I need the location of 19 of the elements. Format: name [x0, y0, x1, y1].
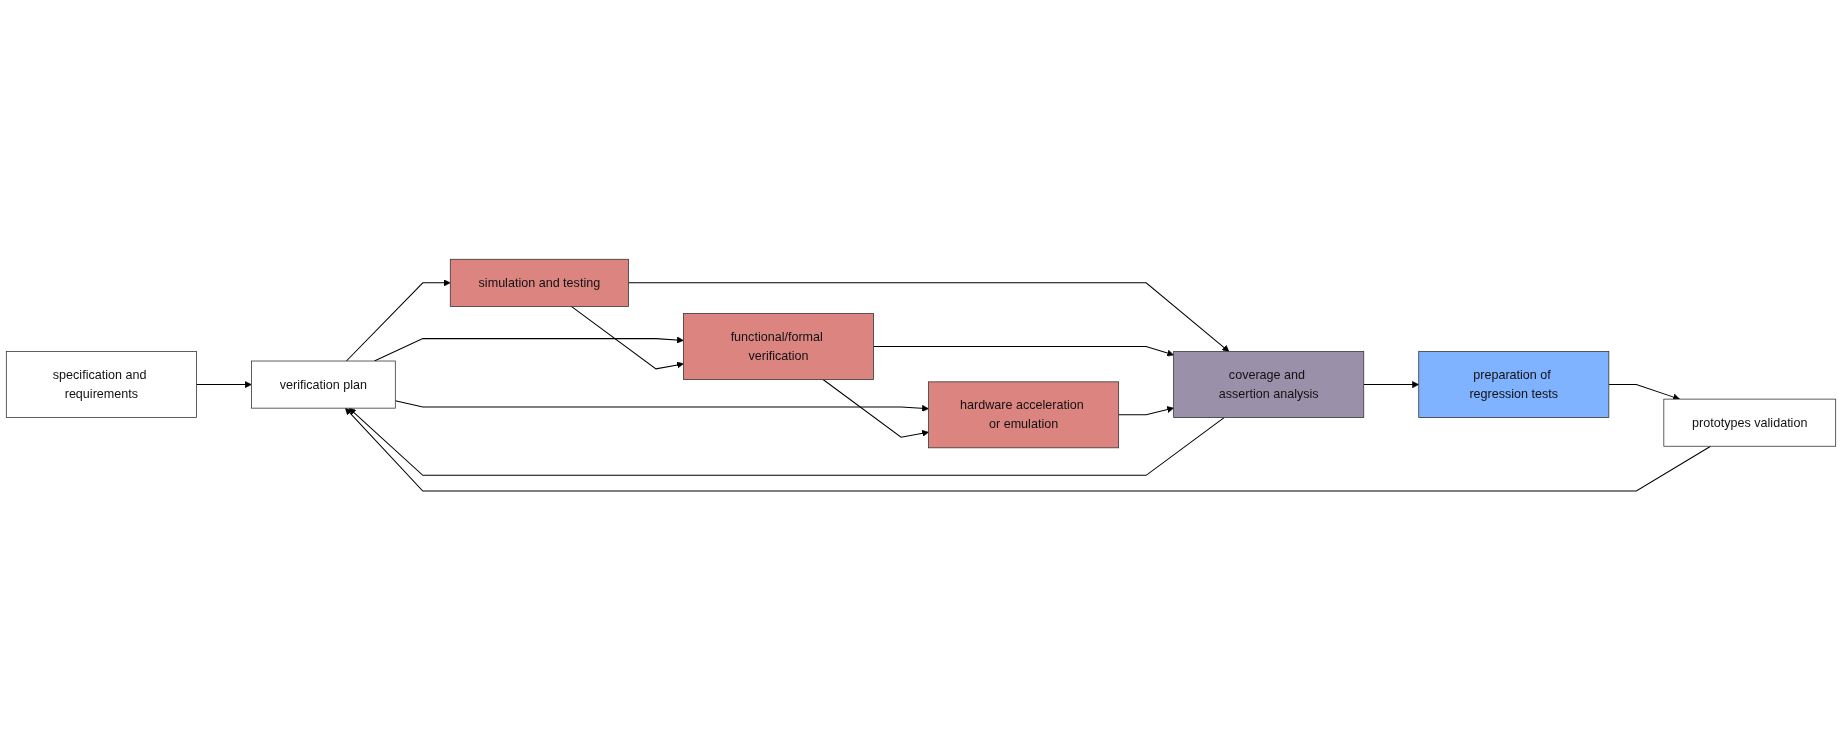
arrow	[345, 407, 1712, 492]
arrow	[348, 407, 1225, 476]
arrow	[570, 305, 684, 370]
node-box: functional/formal verification	[683, 312, 874, 380]
node-box: prototypes validation	[1663, 398, 1837, 447]
node-box: specification and requirements	[5, 351, 197, 418]
node-box: verification plan	[251, 360, 396, 409]
node-box: coverage and assertion analysis	[1173, 351, 1365, 418]
node-box: simulation and testing	[449, 258, 629, 307]
arrow	[394, 400, 929, 412]
arrow	[345, 279, 451, 362]
arrow	[873, 345, 1174, 357]
node-box: preparation of regression tests	[1418, 351, 1610, 418]
arrow	[1118, 406, 1174, 416]
arrow	[822, 378, 929, 438]
node-box: hardware acceleration or emulation	[928, 381, 1120, 449]
arrow	[627, 282, 1230, 352]
arrow	[195, 380, 252, 388]
arrow	[1363, 380, 1420, 388]
